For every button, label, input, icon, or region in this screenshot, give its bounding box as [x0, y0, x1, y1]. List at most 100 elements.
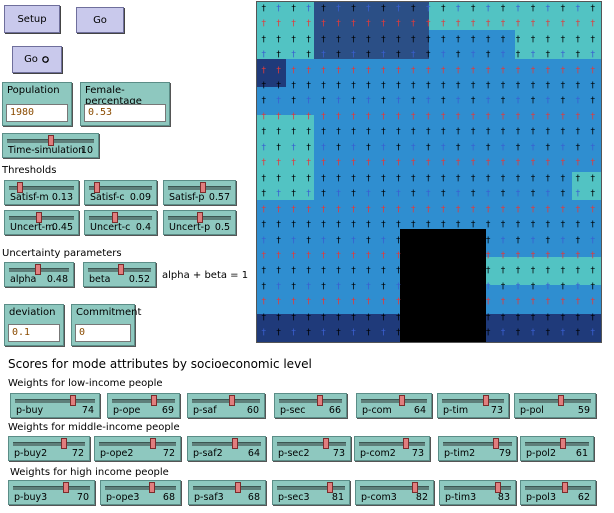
deviation-field[interactable]: 0.1: [8, 324, 60, 342]
slider-thumb[interactable]: [557, 395, 564, 406]
world-patch: [543, 200, 573, 230]
slider-thumb[interactable]: [117, 264, 124, 275]
world-patch: [343, 285, 372, 315]
slider-thumb[interactable]: [16, 182, 23, 193]
female-percentage-field[interactable]: 0.53: [84, 104, 166, 122]
person-agent-icon: †: [366, 173, 371, 184]
slider-thumb[interactable]: [47, 135, 54, 146]
population-field[interactable]: 1980: [6, 104, 68, 122]
setup-button[interactable]: Setup: [4, 5, 60, 33]
slider-thumb[interactable]: [111, 212, 118, 223]
slider-thumb[interactable]: [327, 482, 334, 493]
weights-low-heading: Weights for low-income people: [8, 378, 163, 389]
person-agent-icon: †: [545, 297, 551, 308]
world-patch: [515, 228, 544, 258]
beta-slider[interactable]: beta 0.52: [83, 262, 156, 287]
slider-thumb[interactable]: [69, 395, 76, 406]
slider-thumb[interactable]: [200, 182, 207, 193]
person-agent-icon: †: [261, 220, 266, 231]
person-agent-icon: †: [411, 65, 416, 76]
uncert-m-slider[interactable]: Uncert-m 0.45: [4, 210, 79, 235]
uncert-p-slider[interactable]: Uncert-p 0.5: [163, 210, 236, 235]
world-patch: [543, 30, 573, 60]
slider-thumb[interactable]: [34, 264, 41, 275]
satisf-m-slider[interactable]: Satisf-m 0.13: [4, 180, 79, 205]
slider-thumb[interactable]: [411, 482, 418, 493]
slider-thumb[interactable]: [149, 482, 156, 493]
slider-thumb[interactable]: [150, 438, 157, 449]
person-agent-icon: †: [575, 127, 581, 138]
person-agent-icon: †: [575, 142, 581, 153]
slider-track: [13, 486, 90, 490]
slider-thumb[interactable]: [316, 395, 323, 406]
world-patch: [314, 30, 344, 60]
person-agent-icon: †: [276, 235, 281, 246]
satisf-c-slider[interactable]: Satisf-c 0.09: [84, 180, 157, 205]
world-patch: [543, 58, 573, 88]
person-agent-icon: †: [575, 158, 581, 169]
slider-thumb[interactable]: [35, 212, 42, 223]
person-agent-icon: †: [261, 312, 266, 323]
go-button[interactable]: Go: [76, 7, 124, 33]
commitment-field[interactable]: 0: [75, 324, 131, 342]
slider-thumb[interactable]: [235, 482, 242, 493]
satisf-p-slider[interactable]: Satisf-p 0.57: [163, 180, 236, 205]
person-agent-icon: †: [276, 65, 281, 76]
person-agent-icon: †: [396, 297, 401, 308]
slider-thumb[interactable]: [399, 395, 406, 406]
slider-thumb[interactable]: [560, 438, 567, 449]
person-agent-icon: †: [321, 142, 326, 153]
person-agent-icon: †: [426, 173, 431, 184]
slider-value: 0.45: [51, 222, 73, 233]
person-agent-icon: †: [306, 81, 311, 91]
slider-thumb[interactable]: [562, 482, 569, 493]
uncert-c-slider[interactable]: Uncert-c 0.4: [84, 210, 157, 235]
world-patch: [371, 2, 401, 31]
slider-thumb[interactable]: [402, 438, 409, 449]
slider-thumb[interactable]: [322, 438, 329, 449]
slider-thumb[interactable]: [60, 438, 67, 449]
slider-thumb[interactable]: [494, 482, 501, 493]
slider-thumb[interactable]: [196, 212, 203, 223]
slider-thumb[interactable]: [232, 438, 239, 449]
slider-thumb[interactable]: [492, 438, 499, 449]
alpha-slider[interactable]: alpha 0.48: [4, 262, 74, 287]
person-agent-icon: †: [336, 281, 341, 292]
setup-button-label: Setup: [17, 13, 47, 25]
person-agent-icon: †: [306, 65, 311, 76]
slider-value: 72: [71, 448, 84, 459]
female-percentage-label: Female-percentage: [85, 85, 142, 107]
world-view[interactable]: ††††††††††††††††††††††††††††††††††††††††…: [256, 1, 602, 343]
world-patch: [429, 228, 458, 258]
time-simulation-slider[interactable]: Time-simulation 10: [2, 133, 99, 158]
slider-thumb[interactable]: [62, 482, 69, 493]
person-agent-icon: †: [276, 266, 281, 277]
slider-thumb[interactable]: [482, 395, 489, 406]
slider-thumb[interactable]: [229, 395, 236, 406]
go-forever-button[interactable]: Go: [12, 46, 62, 73]
slider-thumb[interactable]: [151, 395, 158, 406]
slider-value: 0.48: [46, 274, 68, 285]
slider-thumb[interactable]: [94, 182, 101, 193]
